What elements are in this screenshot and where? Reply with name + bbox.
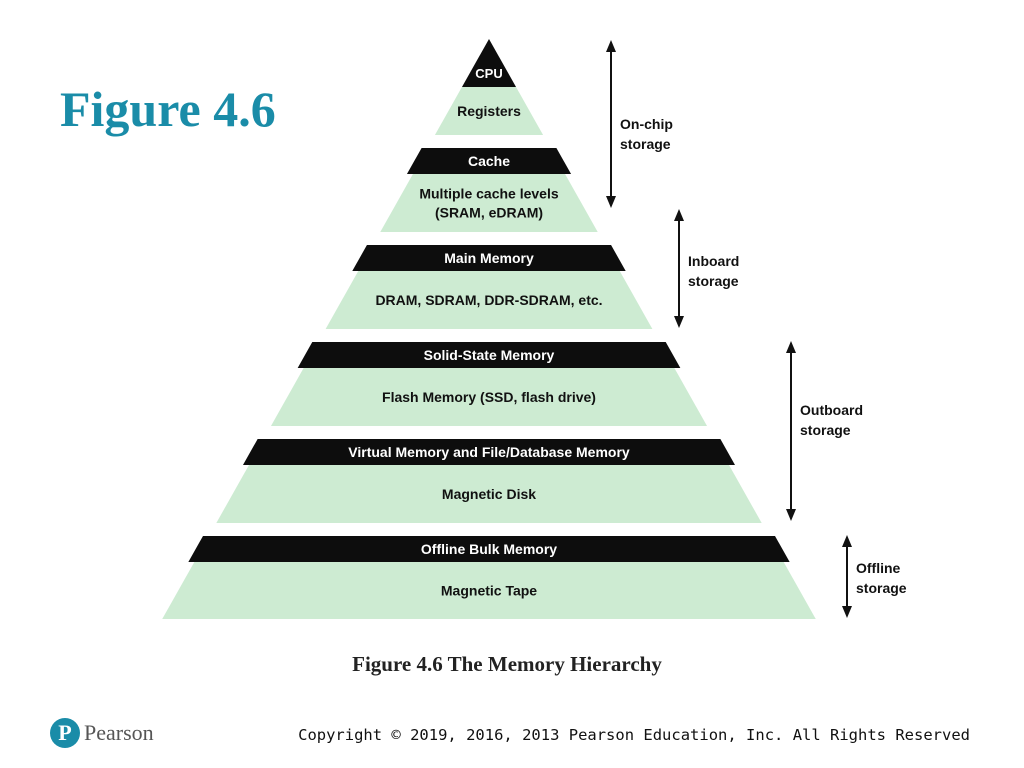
arrow-up-head [606,40,616,52]
tier-body-band [434,87,544,135]
tier-header-label: Cache [468,153,510,169]
arrow-down-head [674,316,684,328]
pearson-logo-icon: P [50,718,80,748]
tier-header-band [406,148,572,174]
tier-1: CPU Registers [434,39,544,135]
tier-header-label: Solid-State Memory [424,347,555,363]
copyright-notice: Copyright © 2019, 2016, 2013 Pearson Edu… [298,726,970,744]
figure-caption: Figure 4.6 The Memory Hierarchy [352,652,662,676]
pearson-logo: P Pearson [50,718,154,748]
storage-group-label: On-chip [620,116,673,132]
tier-body-band [162,562,816,619]
tier-body-band [380,174,598,232]
tier-body-label: Multiple cache levels [419,186,558,202]
tier-body-label: DRAM, SDRAM, DDR-SDRAM, etc. [375,292,602,308]
slide-title: Figure 4.6 [60,81,276,137]
tier-body-label: Registers [457,103,521,119]
storage-group-label: storage [856,580,907,596]
tier-header-band [461,39,517,87]
arrow-down-head [786,509,796,521]
storage-group-label: Offline [856,560,901,576]
arrow-up-head [786,341,796,353]
tier-header-band [188,536,790,562]
storage-group-label: Inboard [688,253,739,269]
tier-header-label: Virtual Memory and File/Database Memory [348,444,630,460]
storage-group-1: On-chip storage [606,40,673,208]
tier-header-band [297,342,681,368]
pearson-logo-word: Pearson [84,720,154,745]
tier-body-band [216,465,762,523]
tier-5: Virtual Memory and File/Database MemoryM… [216,439,762,523]
storage-group-label: Outboard [800,402,863,418]
tier-body-label: Magnetic Disk [442,486,536,502]
storage-group-label: storage [800,422,851,438]
storage-group-4: Offline storage [842,535,907,618]
tier-body-label: Flash Memory (SSD, flash drive) [382,389,596,405]
tier-body-band [325,271,653,329]
arrow-down-head [606,196,616,208]
tier-header-label: Offline Bulk Memory [421,541,557,557]
arrow-up-head [674,209,684,221]
arrow-up-head [842,535,852,547]
tier-header-band [242,439,736,465]
tier-body-label: Magnetic Tape [441,583,537,599]
arrow-down-head [842,606,852,618]
tier-body-label: (SRAM, eDRAM) [435,205,543,221]
storage-group-2: Inboard storage [674,209,739,328]
tier-header-band [352,245,626,271]
tier-header-label: Main Memory [444,250,534,266]
storage-group-3: Outboard storage [786,341,863,521]
storage-group-label: storage [620,136,671,152]
storage-group-label: storage [688,273,739,289]
tier-header-label: CPU [475,66,502,81]
tier-body-band [270,368,708,426]
